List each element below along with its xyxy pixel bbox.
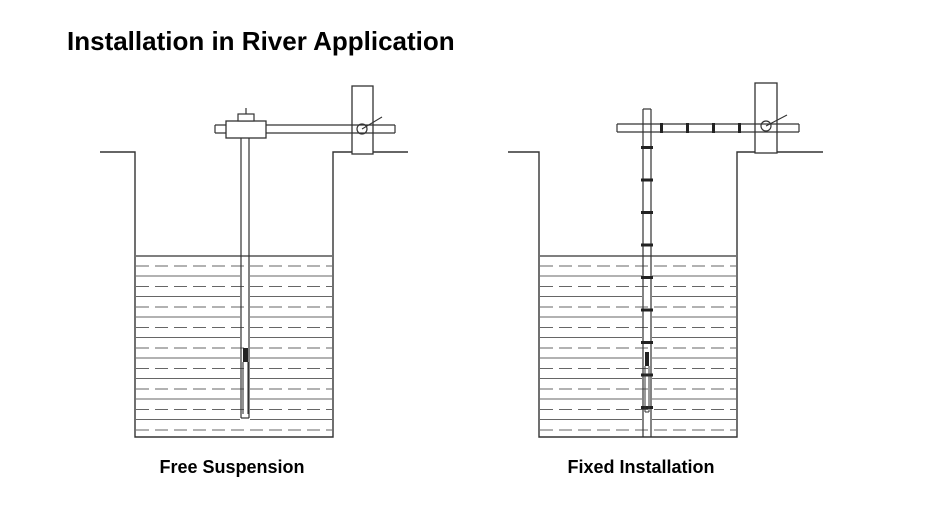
- bracket-clamp: [660, 123, 663, 133]
- pipe-clamp: [641, 406, 653, 409]
- fixed-installation-diagram: [508, 82, 823, 438]
- level-sensor: [241, 348, 249, 419]
- pipe-clamp: [641, 146, 653, 149]
- pipe-clamps: [641, 146, 653, 409]
- caption-free-suspension: Free Suspension: [159, 457, 305, 477]
- river-bank-outline: [100, 151, 408, 438]
- cable-clamp: [225, 108, 267, 139]
- level-sensor: [644, 352, 650, 413]
- horizontal-bracket: [616, 123, 800, 133]
- water-body: [540, 255, 736, 431]
- support-post: [351, 85, 374, 155]
- page-title: Installation in River Application: [67, 26, 455, 56]
- mounting-pipe: [642, 108, 652, 437]
- pipe-clamp: [641, 341, 653, 344]
- post-bolt: [356, 116, 383, 135]
- pipe-clamp: [641, 276, 653, 279]
- free-suspension-diagram: [100, 85, 408, 438]
- pipe-clamp: [641, 308, 653, 312]
- bracket-clamps: [660, 123, 741, 133]
- pipe-clamp: [641, 373, 653, 377]
- pipe-clamp: [641, 211, 653, 214]
- pipe-clamp: [641, 178, 653, 182]
- pipe-clamp: [641, 243, 653, 247]
- bracket-clamp: [738, 123, 741, 133]
- water-body: [136, 255, 332, 431]
- suspension-cable: [240, 138, 250, 418]
- bracket-clamp: [686, 123, 689, 133]
- support-post: [754, 82, 778, 154]
- bracket-clamp: [712, 123, 715, 133]
- caption-fixed-installation: Fixed Installation: [567, 457, 715, 477]
- river-bank-outline: [508, 151, 823, 438]
